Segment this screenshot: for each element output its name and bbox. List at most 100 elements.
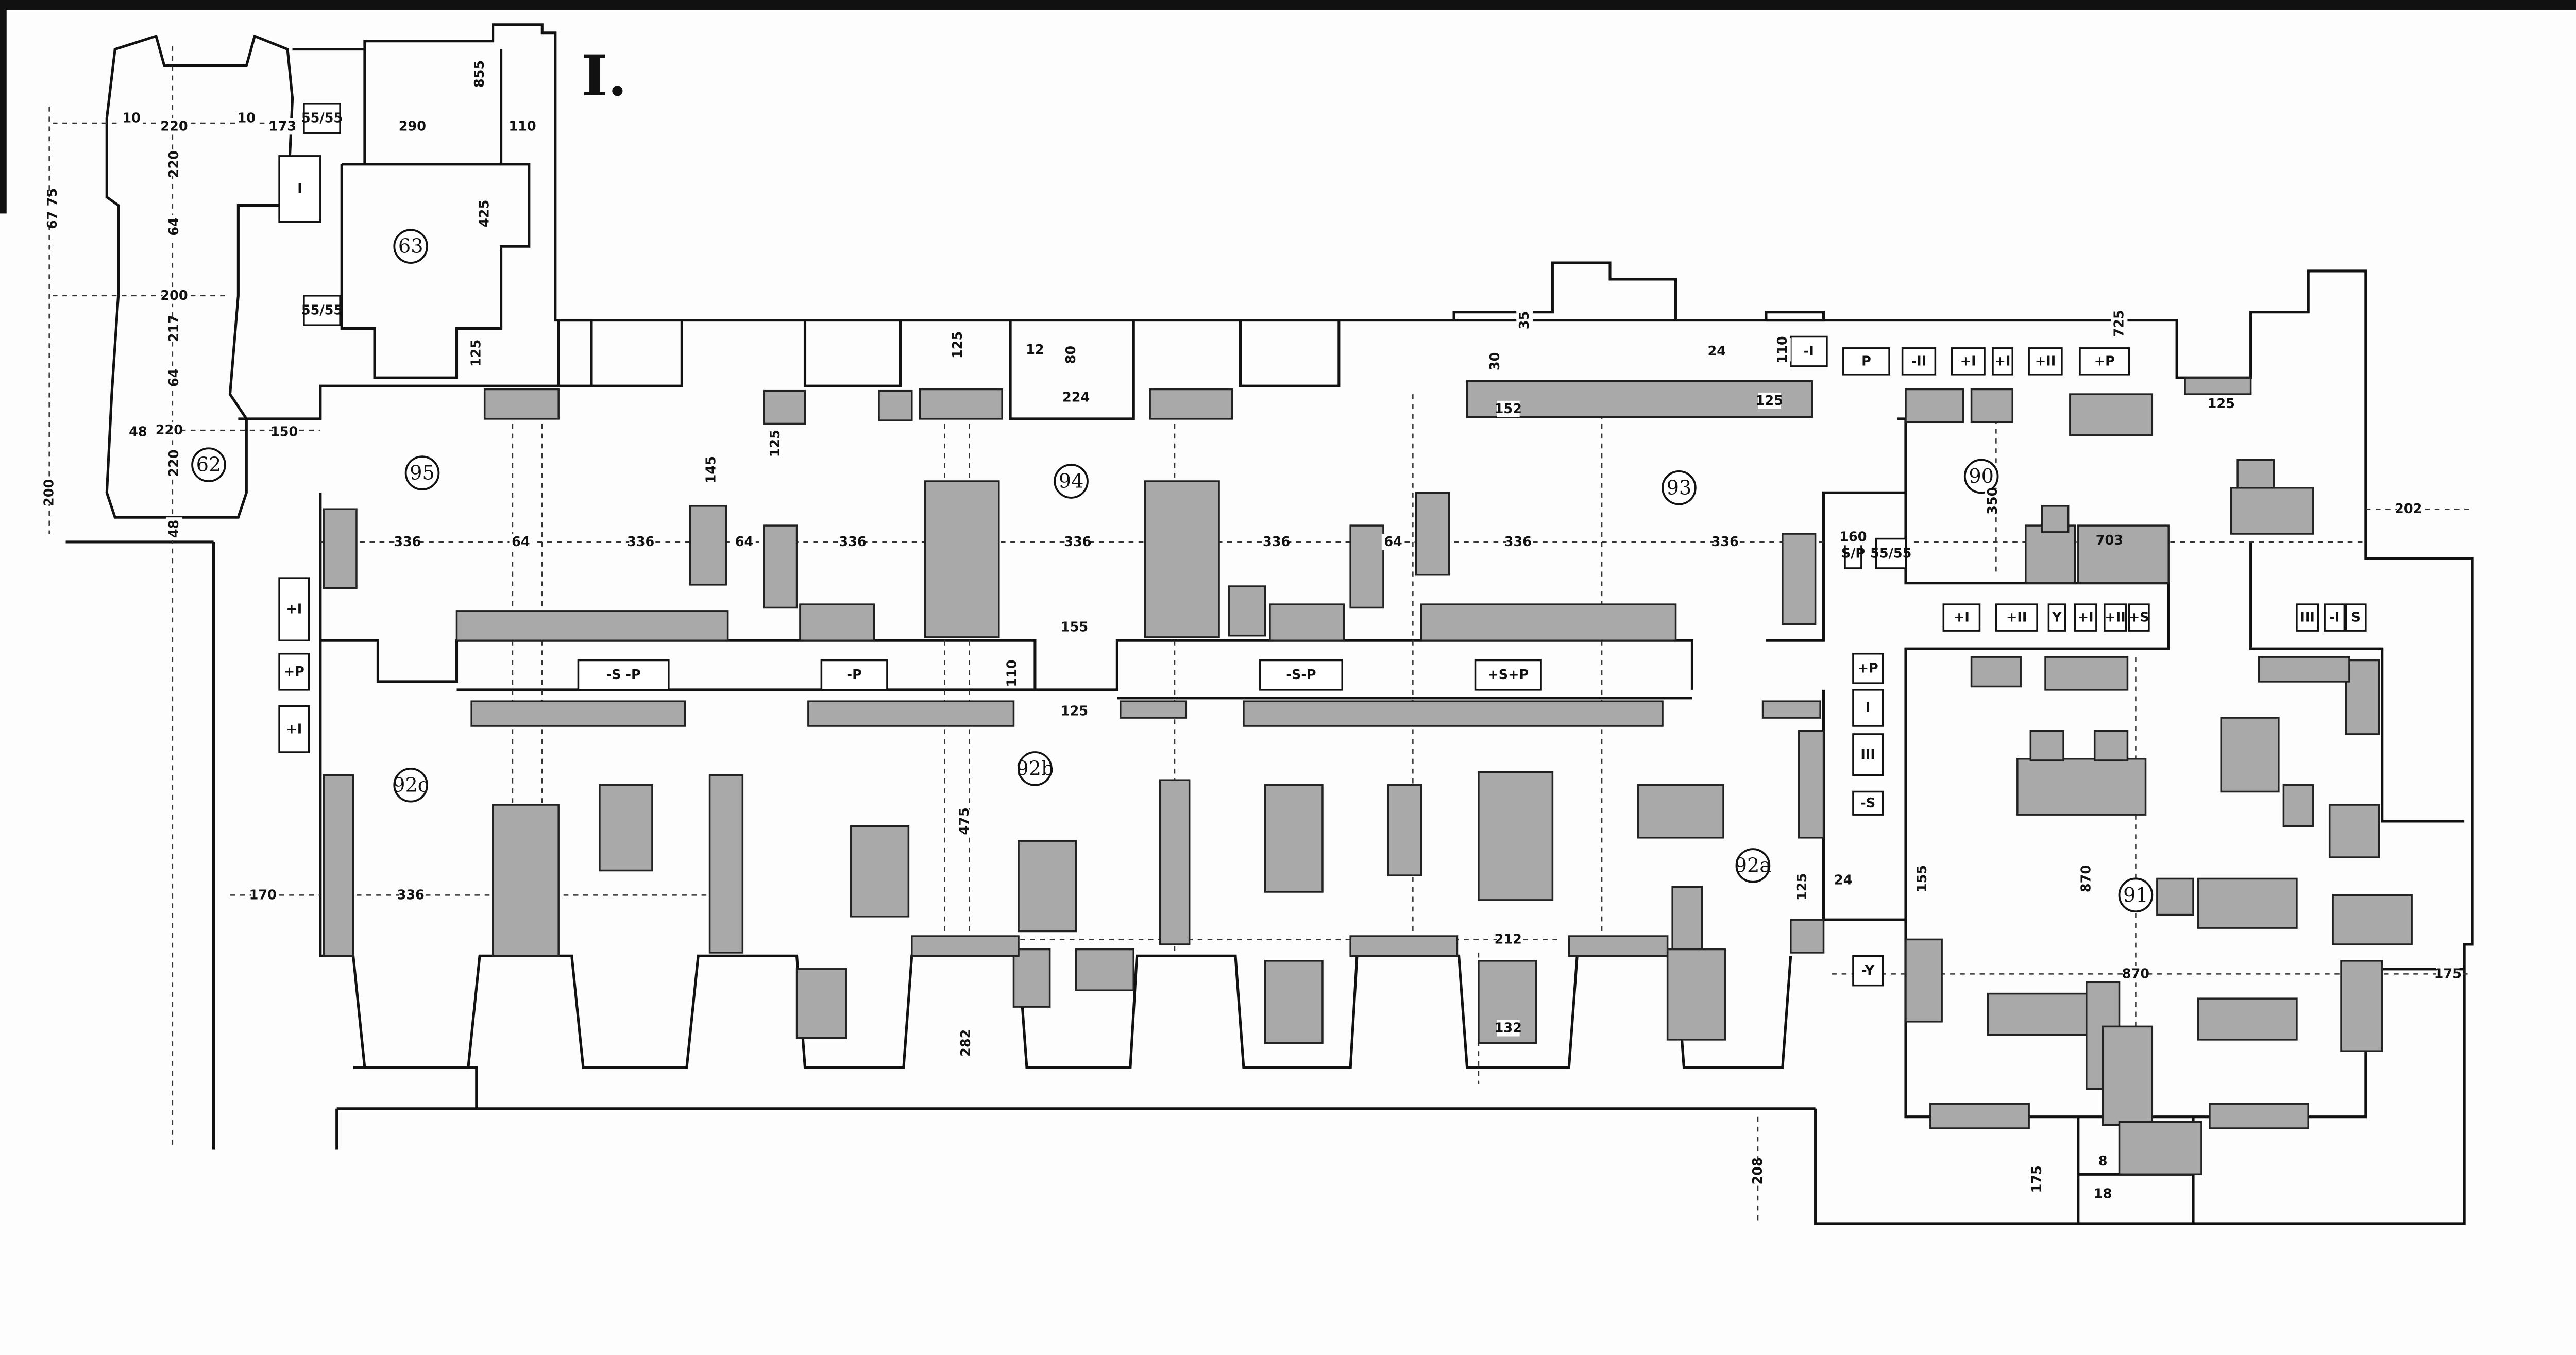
dimension-label-bg bbox=[509, 534, 533, 550]
dimension-label: 336 bbox=[627, 534, 654, 550]
dimension-label-bg bbox=[1985, 489, 2001, 513]
dimension-label: 425 bbox=[477, 200, 493, 227]
furniture-piece bbox=[2332, 894, 2413, 945]
room-number-circle bbox=[404, 455, 440, 490]
dimension-label-bg bbox=[1713, 534, 1737, 550]
fixture-label: +P bbox=[1858, 660, 1878, 676]
room-number: 63 bbox=[398, 235, 423, 258]
fixture-box bbox=[1901, 347, 1937, 376]
dimension-label-bg bbox=[468, 342, 485, 365]
furniture-piece bbox=[763, 524, 798, 609]
fixture-label: -S bbox=[1860, 795, 1875, 811]
dimension-label-bg bbox=[234, 110, 258, 127]
dimension-label-bg bbox=[166, 153, 182, 176]
furniture-piece bbox=[2118, 1121, 2202, 1176]
fixture-label: Y bbox=[2052, 610, 2062, 625]
dimension-label: 35 bbox=[1517, 311, 1532, 329]
fixture-label: +P bbox=[2094, 353, 2115, 369]
furniture-piece bbox=[1119, 700, 1188, 719]
dimension-label: 170 bbox=[249, 887, 277, 903]
dimension-label: 220 bbox=[166, 449, 182, 477]
dimension-label-bg bbox=[1832, 872, 1855, 889]
dimension-label: 125 bbox=[768, 430, 783, 457]
fixture-label: 55/55 bbox=[301, 302, 343, 318]
dimension-label: 64 bbox=[166, 217, 182, 235]
dimension-label-bg bbox=[1496, 400, 1520, 417]
dimension-label-bg bbox=[2029, 1167, 2046, 1191]
dimension-label: 48 bbox=[129, 424, 147, 439]
desk-label: 703 bbox=[2096, 533, 2123, 548]
dimension-label: 64 bbox=[1384, 534, 1402, 550]
room-number: 62 bbox=[196, 453, 222, 477]
fixture-box bbox=[1842, 347, 1890, 376]
furniture-piece bbox=[1349, 935, 1459, 957]
room-number-circle bbox=[393, 229, 428, 264]
dimension-label-bg bbox=[2078, 867, 2095, 890]
dimension-label: 10 bbox=[238, 111, 256, 126]
dimension-label-bg bbox=[2124, 966, 2147, 983]
fixture-label: III bbox=[1860, 747, 1875, 763]
fixture-box bbox=[1992, 347, 2014, 376]
scan-border-top bbox=[0, 0, 2576, 10]
furniture-piece bbox=[1987, 992, 2088, 1036]
room-number: 92c bbox=[393, 773, 429, 797]
fixture-box bbox=[2296, 603, 2319, 632]
furniture-piece bbox=[470, 700, 686, 727]
dimension-label-bg bbox=[471, 62, 488, 86]
furniture-piece bbox=[878, 389, 913, 421]
furniture-piece bbox=[1264, 960, 1324, 1044]
dimension-label: 475 bbox=[957, 807, 972, 835]
dimension-label: 10 bbox=[122, 111, 141, 126]
dimension-label-bg bbox=[166, 215, 182, 239]
furniture-piece bbox=[323, 774, 354, 957]
fixture-box bbox=[278, 652, 310, 691]
dimension-label: 155 bbox=[1061, 620, 1088, 635]
furniture-piece bbox=[2197, 997, 2298, 1041]
dimension-label: 150 bbox=[270, 424, 298, 439]
dimension-label-bg bbox=[1757, 392, 1781, 409]
dimension-label-bg bbox=[251, 887, 275, 904]
furniture-piece bbox=[1466, 380, 1813, 418]
fixture-box bbox=[1852, 955, 1884, 987]
dimension-label-bg bbox=[1023, 342, 1047, 358]
furniture-piece bbox=[799, 603, 875, 641]
fixture-label: S/P bbox=[1841, 546, 1865, 561]
fixture-box bbox=[278, 155, 321, 223]
dimension-label: 224 bbox=[1062, 389, 1090, 405]
dimension-label: 110 bbox=[1004, 659, 1020, 687]
fixture-label: -S -P bbox=[606, 667, 641, 683]
fixture-box bbox=[1852, 790, 1884, 816]
dimension-label-bg bbox=[629, 534, 652, 550]
dimension-label-bg bbox=[950, 333, 967, 357]
desk bbox=[2077, 524, 2170, 584]
furniture-piece bbox=[1666, 948, 1726, 1041]
room-number-circle bbox=[1018, 751, 1053, 786]
dimension-label-bg bbox=[166, 451, 182, 475]
dimension-label: 200 bbox=[42, 479, 57, 506]
fixture-label: S bbox=[2351, 610, 2361, 625]
fixture-box bbox=[2074, 603, 2097, 632]
dimension-label-bg bbox=[1496, 1020, 1520, 1037]
furniture-piece bbox=[911, 935, 1020, 957]
dimension-label: 870 bbox=[2079, 865, 2094, 892]
dimension-label-bg bbox=[1496, 931, 1520, 948]
dimension-label-bg bbox=[120, 110, 143, 127]
room-number: 93 bbox=[1667, 476, 1692, 499]
furniture-piece bbox=[2197, 877, 2298, 929]
dimension-label-bg bbox=[1516, 309, 1533, 332]
dimension-label: 870 bbox=[2122, 966, 2149, 981]
dimension-label: 30 bbox=[1487, 352, 1503, 370]
dimension-label: 12 bbox=[1026, 342, 1044, 358]
furniture-piece bbox=[850, 825, 910, 918]
dimension-label: 8 bbox=[2098, 1154, 2108, 1169]
dimension-label: 220 bbox=[166, 150, 182, 178]
dimension-label: 80 bbox=[1063, 346, 1079, 364]
dimension-label: 155 bbox=[1914, 865, 1930, 892]
dimension-label: 125 bbox=[2208, 396, 2235, 412]
fixture-label: +II bbox=[2006, 610, 2027, 625]
furniture-piece bbox=[919, 388, 1003, 420]
dimension-label-bg bbox=[511, 118, 534, 135]
dimension-label: 350 bbox=[1985, 487, 2001, 515]
